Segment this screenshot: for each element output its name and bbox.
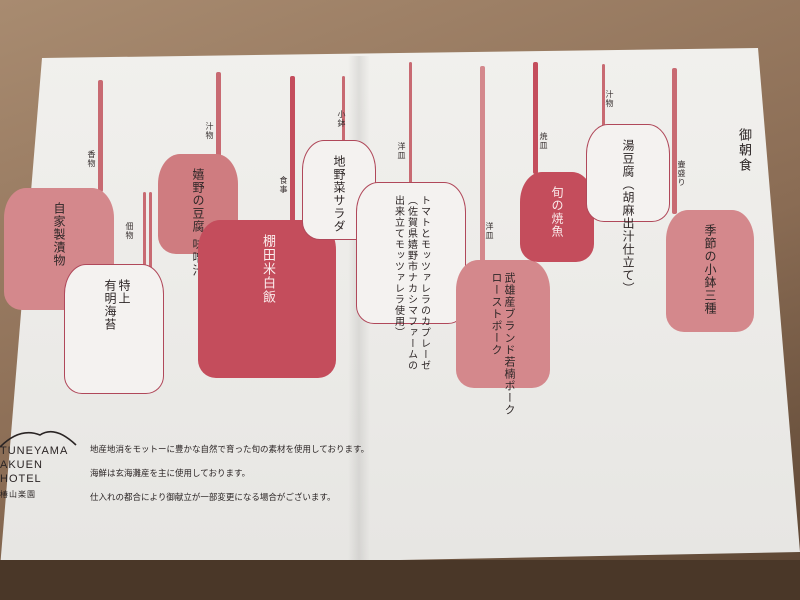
menu-tag: 有明海苔 特上: [64, 264, 164, 394]
cord: [602, 64, 605, 128]
dish-line: （佐賀県嬉野市ナカシマファームの: [405, 195, 417, 371]
menu-tag: 湯豆腐（胡麻出汁仕立て）: [586, 124, 670, 295]
note-line: 仕入れの都合により御献立が一部変更になる場合がございます。: [90, 493, 336, 503]
dish-name: 旬の焼魚: [550, 186, 564, 238]
cord: [480, 66, 485, 266]
dish-name: 季節の小鉢三種: [703, 224, 717, 315]
category-label: 汁物: [605, 90, 614, 108]
category-label: 食事: [279, 176, 288, 194]
menu-tag: 棚田米白飯: [198, 220, 336, 378]
logo-line: HOTEL: [0, 473, 42, 485]
dish-line: 武雄産ブランド若楠ポーク: [503, 272, 516, 416]
cord: [672, 68, 677, 214]
cord: [149, 192, 152, 268]
dish-line: ローストポーク: [490, 272, 503, 356]
cord: [143, 192, 146, 268]
menu-title: 御朝食: [736, 128, 751, 173]
dish-name: 棚田米白飯: [260, 234, 275, 304]
cord: [342, 76, 345, 146]
category-label: 焼皿: [539, 132, 548, 150]
note-line: 海鮮は玄海灘産を主に使用しております。: [90, 469, 251, 479]
category-label: 佃物: [125, 222, 134, 240]
category-label: 壷盛り: [677, 160, 686, 187]
category-label: 汁物: [205, 122, 214, 140]
dish-name: 地野菜サラダ: [332, 155, 346, 233]
menu-tag: 嬉野の豆腐 味噌汁: [158, 154, 238, 277]
dish-name: 自家製漬物: [52, 202, 66, 267]
notes: 地産地消をモットーに豊かな自然で育った旬の素材を使用しております。 海鮮は玄海灘…: [90, 443, 369, 515]
menu-tag: 季節の小鉢三種: [666, 210, 754, 332]
mountain-icon: [0, 430, 77, 448]
dish-line: 特上: [117, 279, 131, 305]
dish-name: 湯豆腐（胡麻出汁仕立て）: [621, 139, 635, 295]
cord: [216, 72, 221, 162]
category-label: 洋皿: [397, 142, 406, 160]
category-label: 洋皿: [485, 222, 494, 240]
logo-line: TUNEYAMA: [0, 445, 69, 457]
hotel-logo: TUNEYAMA AKUEN HOTEL 椿山楽園: [0, 425, 90, 515]
logo-line: AKUEN: [0, 459, 43, 471]
category-label: 香物: [87, 150, 96, 168]
menu-tag: 旬の焼魚: [520, 172, 594, 262]
cord: [290, 76, 295, 226]
menu-tag: ローストポーク 武雄産ブランド若楠ポーク: [456, 260, 550, 416]
dish-line: 出来立てモッツァレラ使用）: [392, 195, 404, 338]
table-shadow: [0, 560, 800, 600]
cord: [98, 80, 103, 192]
cord: [409, 62, 412, 190]
dish-line: トマトとモッツァレラのカプレーゼ: [418, 195, 430, 371]
category-label: 小鉢: [337, 110, 346, 128]
dish-line: 有明海苔: [103, 279, 117, 331]
menu-tag: 出来立てモッツァレラ使用） （佐賀県嬉野市ナカシマファームの トマトとモッツァレ…: [356, 182, 466, 371]
cord: [533, 62, 538, 174]
logo-line: 椿山楽園: [0, 490, 36, 499]
note-line: 地産地消をモットーに豊かな自然で育った旬の素材を使用しております。: [90, 445, 370, 455]
